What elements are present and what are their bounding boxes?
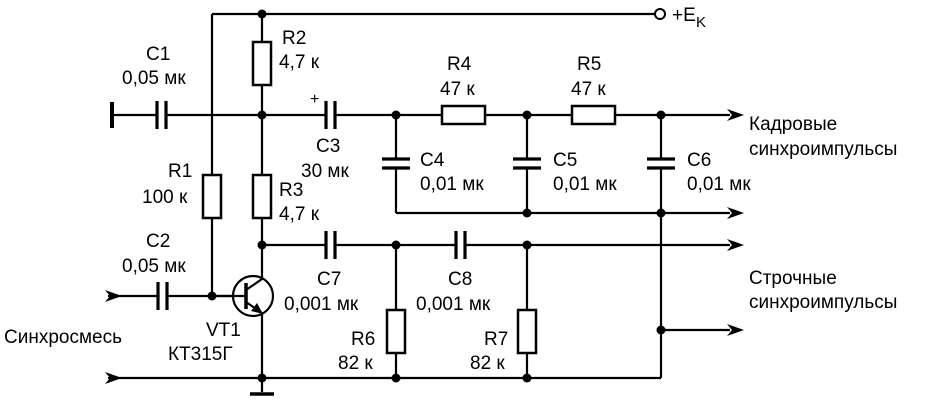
capacitor-c3: [324, 101, 337, 129]
label-c8-value: 0,001 мк: [416, 294, 491, 315]
resistor-r3: [251, 173, 273, 220]
supply-terminal: +E K: [654, 5, 706, 31]
resistor-r4: [440, 104, 487, 126]
transistor-vt1: [212, 274, 275, 318]
label-c5-value: 0,01 мк: [553, 174, 617, 195]
component-labels: C1 0,05 мк R2 4,7 к + C3 30 мк R4 47 к R…: [4, 28, 897, 374]
label-r1-value: 100 к: [142, 187, 188, 208]
label-c4-value: 0,01 мк: [420, 174, 484, 195]
input-label: Синхросмесь: [4, 327, 122, 348]
supply-label: +E: [672, 5, 696, 26]
capacitor-c7: [324, 231, 337, 259]
line-common-arrow: [727, 324, 744, 336]
resistor-r7: [516, 308, 538, 355]
capacitor-c1: [155, 101, 168, 129]
label-c7-value: 0,001 мк: [284, 294, 359, 315]
label-c8-ref: C8: [448, 269, 472, 290]
label-r6-ref: R6: [351, 329, 375, 350]
label-r4-value: 47 к: [440, 79, 475, 100]
label-c5-ref: C5: [553, 150, 577, 171]
frame-output-arrow: [727, 109, 744, 121]
line-output-arrow: [727, 239, 744, 251]
output-arrows: [727, 109, 744, 336]
resistor-r2: [251, 40, 273, 87]
line-output-label-2: синхроимпульсы: [749, 292, 897, 313]
label-r6-value: 82 к: [338, 353, 373, 374]
label-r2-ref: R2: [282, 28, 306, 49]
label-vt1-type: КТ315Г: [168, 344, 233, 365]
frame-common-arrow: [727, 207, 744, 219]
frame-output-label-1: Кадровые: [749, 114, 837, 135]
capacitor-c2: [156, 282, 169, 310]
label-c4-ref: C4: [420, 150, 445, 171]
frame-output-label-2: синхроимпульсы: [749, 139, 897, 160]
label-r4-ref: R4: [447, 54, 472, 75]
capacitor-c4: [382, 157, 410, 170]
resistor-r1: [201, 173, 223, 220]
label-vt1-ref: VT1: [206, 320, 241, 341]
label-r5-ref: R5: [577, 54, 601, 75]
label-r1-ref: R1: [168, 161, 192, 182]
label-r3-value: 4,7 к: [279, 204, 320, 225]
resistor-r5: [570, 104, 617, 126]
supply-subscript: K: [696, 14, 706, 31]
label-c2-ref: C2: [146, 231, 170, 252]
resistor-r6: [385, 308, 407, 355]
wires: [108, 12, 730, 396]
label-r2-value: 4,7 к: [279, 52, 320, 73]
label-c6-ref: C6: [687, 150, 711, 171]
label-c3-polarity: +: [310, 91, 319, 108]
label-c6-value: 0,01 мк: [687, 174, 751, 195]
label-c1-ref: C1: [146, 44, 170, 65]
ground-input-arrow: [105, 372, 122, 384]
label-r5-value: 47 к: [571, 79, 606, 100]
label-r7-value: 82 к: [470, 353, 505, 374]
c2-input-arrow: [105, 290, 122, 302]
label-r7-ref: R7: [484, 329, 508, 350]
label-c1-value: 0,05 мк: [122, 68, 186, 89]
capacitor-c6: [647, 157, 675, 170]
label-c7-ref: C7: [317, 269, 341, 290]
label-c2-value: 0,05 мк: [122, 256, 186, 277]
junction-dots: [207, 9, 666, 383]
capacitor-c8: [454, 231, 467, 259]
label-c3-value: 30 мк: [301, 161, 349, 182]
label-c3-ref: C3: [316, 136, 340, 157]
label-r3-ref: R3: [279, 180, 303, 201]
capacitor-c5: [513, 157, 541, 170]
line-output-label-1: Строчные: [749, 268, 837, 289]
